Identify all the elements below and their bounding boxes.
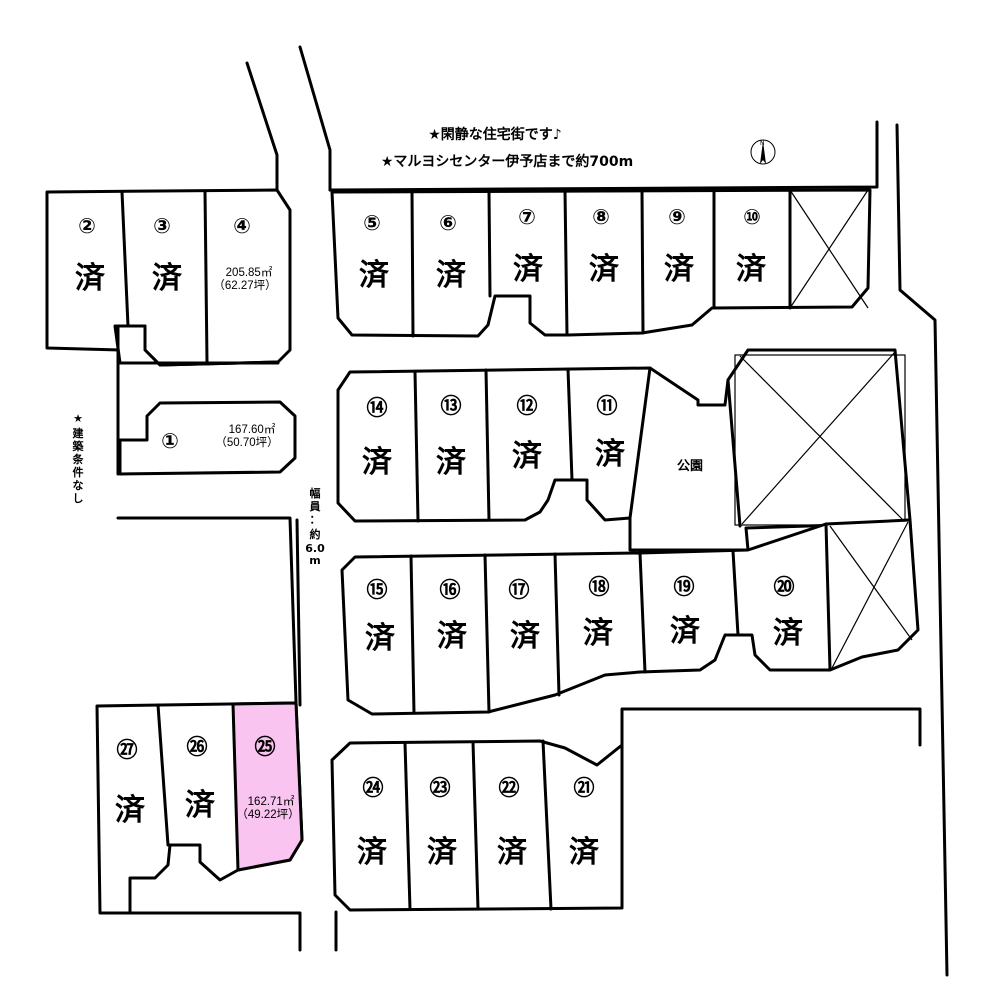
lot-16-status: 済: [437, 619, 468, 654]
lot-1-area-tsubo: （50.70坪）: [215, 436, 278, 449]
lot-3-number: ③: [153, 214, 171, 238]
lot-1-shape: [113, 324, 297, 476]
svg-text:m: m: [309, 554, 320, 567]
lot-19-number: ⑲: [674, 575, 695, 599]
lot-20-status: 済: [773, 616, 804, 651]
svg-text:員: 員: [309, 500, 321, 513]
lot-14-number: ⑭: [367, 396, 388, 420]
svg-text:6.0: 6.0: [305, 542, 325, 555]
lot-17-number: ⑰: [509, 578, 530, 602]
lot-23-number: ㉓: [430, 776, 451, 800]
lot-27-number: ㉗: [117, 738, 138, 762]
block-b: [330, 188, 872, 338]
lot-27-status: 済: [115, 793, 146, 828]
block-c: [336, 348, 912, 552]
lot-10-number: ⑩: [743, 205, 761, 229]
lot-16-number: ⑯: [440, 578, 461, 602]
park-label: 公園: [677, 458, 703, 474]
lot-6-status: 済: [436, 258, 467, 293]
svg-text:件: 件: [73, 465, 84, 479]
block-f: [95, 701, 304, 915]
svg-text:：: ：: [310, 513, 321, 526]
lot-24-number: ㉔: [363, 776, 384, 800]
lot-22-status: 済: [497, 835, 528, 870]
lot-13-status: 済: [436, 445, 467, 480]
lot-14-status: 済: [362, 445, 393, 480]
svg-text:幅: 幅: [310, 486, 321, 500]
lot-21-number: ㉑: [574, 776, 595, 800]
lot-21-status: 済: [569, 835, 600, 870]
lot-3-status: 済: [152, 261, 183, 296]
lot-22-number: ㉒: [499, 776, 520, 800]
lot-8-number: ⑧: [592, 205, 610, 229]
lot-12-number: ⑫: [517, 394, 538, 418]
lot-25-number: ㉕: [255, 735, 276, 759]
block-e: [330, 739, 624, 912]
lot-6-number: ⑥: [439, 211, 457, 235]
lot-13-number: ⑬: [441, 394, 462, 418]
lot-17-status: 済: [510, 619, 541, 654]
lot-2-status: 済: [75, 261, 106, 296]
lot-8-status: 済: [589, 252, 620, 287]
svg-text:★: ★: [73, 412, 83, 425]
lot-26-number: ㉖: [187, 735, 208, 759]
svg-text:し: し: [73, 492, 84, 505]
note-quiet-residential: ★閑静な住宅街です♪: [428, 126, 562, 143]
lot-5-status: 済: [359, 258, 390, 293]
lot-2-number: ②: [78, 214, 96, 238]
lot-9-number: ⑨: [668, 205, 686, 229]
lot-15-status: 済: [365, 621, 396, 656]
lot-25-area-tsubo: （49.22坪）: [236, 808, 299, 821]
lot-18-status: 済: [583, 616, 614, 651]
lot-10-status: 済: [736, 252, 767, 287]
lot-7-number: ⑦: [518, 205, 536, 229]
north-arrow-icon: N: [750, 139, 776, 165]
lot-4-number: ④: [233, 214, 251, 238]
lot-1-area-m2: 167.60㎡: [229, 423, 276, 436]
lot-1-number: ①: [161, 429, 179, 453]
svg-text:約: 約: [310, 527, 321, 541]
lot-12-status: 済: [512, 439, 543, 474]
road-width-note: 幅 員 ： 約 6.0 m: [305, 486, 325, 567]
road-lines: [116, 45, 949, 977]
lot-labels: ① 167.60㎡ （50.70坪） ② 済 ③ 済 ④ 205.85㎡ （62…: [75, 205, 804, 870]
lot-7-status: 済: [513, 252, 544, 287]
note-supermarket-distance: ★マルヨシセンター伊予店まで約700m: [381, 153, 633, 170]
lot-11-number: ⑪: [597, 394, 618, 418]
lot-19-status: 済: [670, 614, 701, 649]
lot-20-number: ⑳: [774, 575, 795, 599]
lot-4-area-tsubo: （62.27坪）: [213, 279, 276, 292]
lot-23-status: 済: [427, 835, 458, 870]
lot-11-status: 済: [595, 437, 626, 472]
lot-25-area-m2: 162.71㎡: [248, 795, 295, 808]
lot-4-area-m2: 205.85㎡: [226, 266, 273, 279]
svg-text:建: 建: [73, 426, 85, 440]
svg-text:築: 築: [72, 439, 85, 453]
block-d: [340, 518, 920, 716]
lot-25-available[interactable]: [231, 701, 304, 872]
lot-15-number: ⑮: [367, 578, 388, 602]
svg-text:条: 条: [72, 452, 85, 466]
svg-text:な: な: [73, 479, 84, 492]
lot-9-status: 済: [664, 252, 695, 287]
building-condition-note: ★ 建 築 条 件 な し: [72, 412, 85, 505]
svg-text:N: N: [760, 140, 765, 147]
lot-18-number: ⑱: [589, 575, 610, 599]
lot-24-status: 済: [357, 835, 388, 870]
lot-26-status: 済: [185, 788, 216, 823]
lot-5-number: ⑤: [363, 211, 381, 235]
